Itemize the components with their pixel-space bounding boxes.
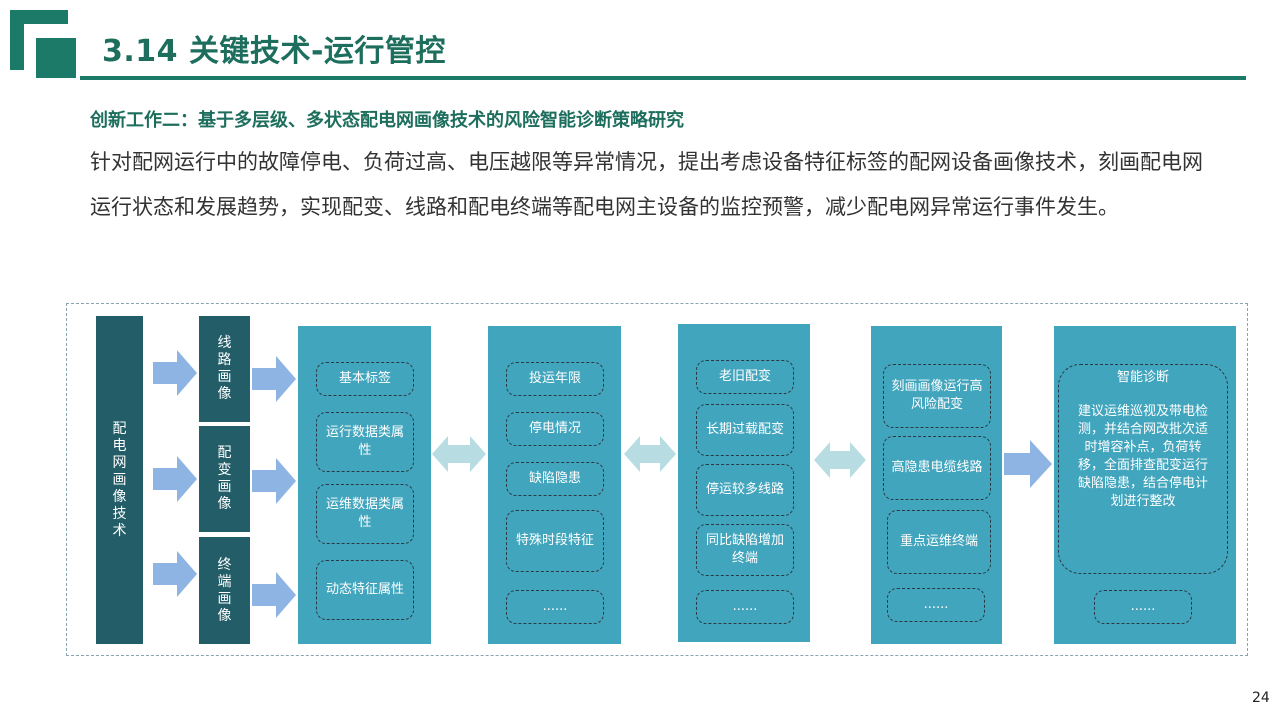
panel-diagnosis: 智能诊断 建议运维巡视及带电检测，并结合网改批次适时增容补点，负荷转移，全面排查… [1054, 326, 1236, 644]
diagnosis-title: 智能诊断 [1116, 370, 1169, 385]
panel-attributes: 基本标签 运行数据类属性 运维数据类属性 动态特征属性 [298, 326, 431, 644]
panel-label-results: 老旧配变 长期过载配变 停运较多线路 同比缺陷增加终端 ...... [678, 324, 810, 642]
box-service-years: 投运年限 [506, 362, 604, 396]
box-maintenance-data: 运维数据类属性 [316, 484, 414, 544]
arrow-right-icon [153, 456, 197, 502]
root-label: 配电网画像技术 [112, 420, 127, 539]
page-title: 3.14 关键技术-运行管控 [102, 34, 446, 69]
box-defects: 缺陷隐患 [506, 462, 604, 496]
arrow-right-icon [153, 350, 197, 396]
portrait-line: 线路画像 [199, 316, 250, 422]
box-more: ...... [506, 590, 604, 624]
arrow-right-icon [252, 572, 296, 618]
double-arrow-icon [432, 436, 486, 472]
root-column: 配电网画像技术 [96, 316, 143, 644]
arrow-right-icon [153, 551, 197, 597]
page-number: 24 [1252, 690, 1270, 706]
box-dynamic-features: 动态特征属性 [316, 560, 414, 620]
box-outage-lines: 停运较多线路 [696, 464, 794, 516]
diagram-frame [66, 303, 1248, 656]
portrait-terminal: 终端画像 [199, 537, 250, 644]
logo-inner-block [36, 38, 76, 78]
box-special-period: 特殊时段特征 [506, 510, 604, 572]
arrow-right-icon [252, 458, 296, 504]
box-overload-transformer: 长期过载配变 [696, 404, 794, 456]
section-subtitle: 创新工作二：基于多层级、多状态配电网画像技术的风险智能诊断策略研究 [90, 110, 684, 131]
body-paragraph: 针对配网运行中的故障停电、负荷过高、电压越限等异常情况，提出考虑设备特征标签的配… [90, 150, 1203, 219]
box-outage: 停电情况 [506, 412, 604, 446]
diagnosis-text: 建议运维巡视及带电检测，并结合网改批次适时增容补点，负荷转移，全面排查配变运行缺… [1077, 404, 1208, 509]
double-arrow-icon [624, 436, 676, 472]
arrow-right-icon [252, 356, 296, 402]
title-underline [80, 76, 1246, 80]
arrow-right-icon [1004, 440, 1052, 488]
panel-portrait-results: 刻画画像运行高风险配变 高隐患电缆线路 重点运维终端 ...... [871, 326, 1002, 644]
box-more: ...... [696, 590, 794, 624]
box-more: ...... [1094, 590, 1192, 624]
box-defect-terminals: 同比缺陷增加终端 [696, 524, 794, 576]
box-key-terminals: 重点运维终端 [887, 510, 991, 574]
box-diagnosis: 智能诊断 建议运维巡视及带电检测，并结合网改批次适时增容补点，负荷转移，全面排查… [1058, 364, 1228, 574]
panel-labels: 投运年限 停电情况 缺陷隐患 特殊时段特征 ...... [488, 326, 621, 644]
double-arrow-icon [814, 442, 866, 478]
box-high-risk-cable: 高隐患电缆线路 [883, 436, 991, 500]
box-operation-data: 运行数据类属性 [316, 412, 414, 472]
portrait-transformer: 配变画像 [199, 426, 250, 532]
box-basic-tags: 基本标签 [316, 362, 414, 396]
box-old-transformer: 老旧配变 [696, 360, 794, 394]
box-high-risk-transformer: 刻画画像运行高风险配变 [883, 364, 991, 428]
box-more: ...... [887, 588, 985, 622]
